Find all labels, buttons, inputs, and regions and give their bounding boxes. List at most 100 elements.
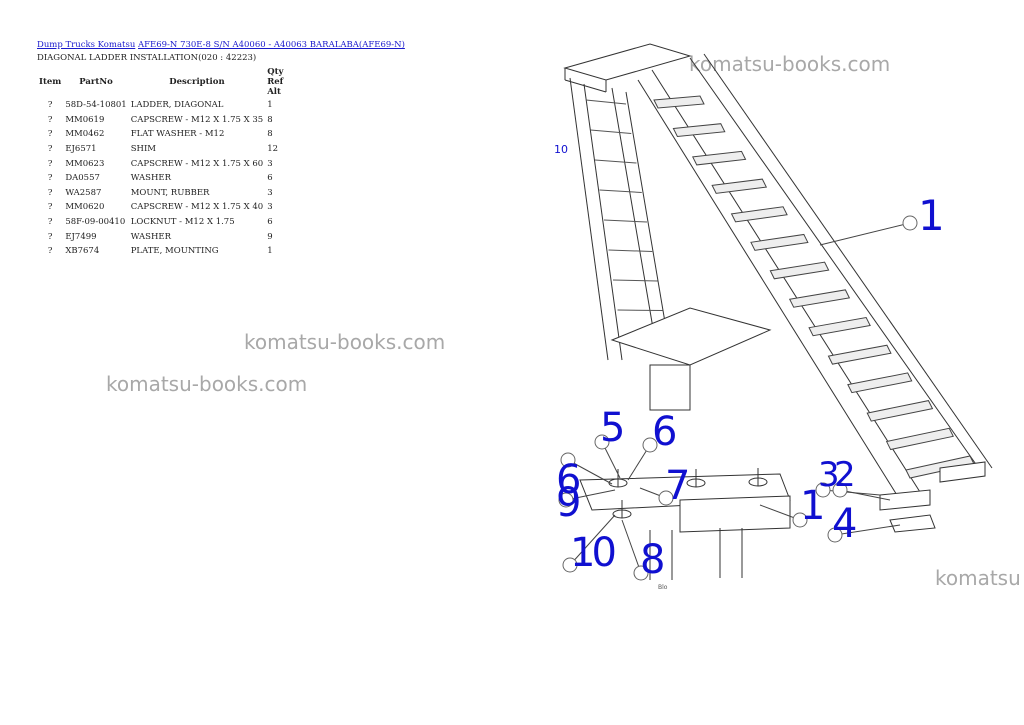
callout-circle: [642, 437, 658, 453]
callout-number: 7: [665, 463, 691, 509]
callout-circle: [902, 215, 918, 231]
page-subtitle: DIAGONAL LADDER INSTALLATION(020 : 42223…: [37, 53, 257, 63]
callout-number: 2: [834, 455, 856, 495]
ladder-rung: [608, 249, 653, 252]
watermark: komatsu-books.com: [689, 52, 891, 76]
cell-description: CAPSCREW - M12 X 1.75 X 35: [130, 114, 264, 125]
ladder-rung: [599, 189, 642, 193]
cell-description: CAPSCREW - M12 X 1.75 X 60: [130, 158, 264, 169]
cell-item: ?: [47, 158, 53, 169]
watermark: komatsu: [935, 566, 1021, 590]
cell-qty: 8: [267, 114, 273, 125]
cell-description: MOUNT, RUBBER: [130, 187, 210, 198]
cell-qty: 6: [267, 173, 273, 184]
breadcrumb-link-category[interactable]: Dump Trucks Komatsu: [37, 40, 136, 50]
cell-partno: MM0462: [65, 129, 105, 140]
cell-qty: 1: [267, 246, 273, 257]
cell-qty: 8: [267, 129, 273, 140]
stair-tread: [866, 400, 934, 422]
cell-item: ?: [47, 144, 53, 155]
cell-description: FLAT WASHER - M12: [130, 129, 225, 140]
table-row: ? EJ6571 SHIM 12: [37, 142, 285, 157]
cell-description: PLATE, MOUNTING: [130, 246, 219, 257]
callout-number: 6: [652, 409, 678, 455]
stair-tread: [750, 233, 809, 251]
callout-circle: [792, 512, 808, 528]
callout-circle: [560, 452, 576, 468]
stair-tread: [788, 289, 851, 308]
callout-number: 3: [818, 455, 840, 495]
cell-partno: MM0623: [65, 158, 105, 169]
callout-leader-line: [569, 514, 616, 566]
watermark: komatsu-books.com: [244, 330, 446, 354]
cell-partno: XB7674: [65, 246, 100, 257]
cell-partno: WA2587: [65, 187, 102, 198]
callout-number: 10: [570, 530, 617, 576]
stair-tread: [711, 178, 768, 194]
cell-item: ?: [47, 217, 53, 228]
callout-circle: [832, 482, 848, 498]
callout-circle: [558, 492, 574, 508]
diagram-tag: Blo: [658, 584, 668, 591]
ladder-diagram: [558, 43, 993, 581]
stair-tread: [653, 95, 705, 109]
cell-partno: 58F-09-00410: [65, 217, 126, 228]
diagram-small-label: 10: [554, 143, 568, 156]
callout-circle: [594, 434, 610, 450]
callout-circle: [633, 565, 649, 581]
cell-partno: 58D-54-10801: [65, 100, 127, 111]
stair-tread: [847, 372, 913, 394]
stair-tread: [769, 261, 830, 280]
cell-qty: 9: [267, 231, 273, 242]
callout-leader-line: [839, 489, 891, 501]
parts-table: Item PartNo Description Qty Ref Alt ?58D…: [37, 66, 285, 259]
cell-qty: 1: [267, 100, 273, 111]
ladder-rung: [617, 309, 663, 311]
cell-partno: DA0557: [65, 173, 100, 184]
ladder-rung: [585, 99, 627, 105]
cell-item: ?: [47, 246, 53, 257]
cell-partno: EJ7499: [65, 231, 97, 242]
header-qty: Qty Ref Alt: [267, 67, 284, 97]
ladder-rung: [594, 159, 637, 164]
stair-tread: [808, 316, 871, 337]
table-row: ? 58F-09-00410 LOCKNUT - M12 X 1.75 6: [37, 215, 285, 230]
callout-leader-line: [565, 489, 616, 501]
callout-leader-line: [819, 222, 911, 246]
callout-leader-line: [567, 459, 613, 485]
cell-description: LOCKNUT - M12 X 1.75: [130, 217, 235, 228]
callout-number: 1: [800, 483, 826, 529]
callout-circle: [815, 482, 831, 498]
cell-item: ?: [47, 129, 53, 140]
callout-leader-line: [621, 519, 642, 574]
callout-circle: [562, 557, 578, 573]
cell-description: CAPSCREW - M12 X 1.75 X 40: [130, 202, 264, 213]
table-row: ? MM0462 FLAT WASHER - M12 8: [37, 127, 285, 142]
callout-number: 6: [556, 457, 582, 503]
ladder-rung: [612, 279, 658, 282]
cell-qty: 3: [267, 187, 273, 198]
callout-number: 1: [918, 191, 945, 240]
cell-partno: EJ6571: [65, 144, 97, 155]
callout-circle: [827, 527, 843, 543]
cell-item: ?: [47, 114, 53, 125]
cell-qty: 3: [267, 202, 273, 213]
cell-description: SHIM: [130, 144, 156, 155]
stair-tread: [692, 150, 747, 166]
cell-qty: 12: [267, 144, 279, 155]
callout-number: 8: [640, 537, 666, 583]
breadcrumb: Dump Trucks Komatsu AFE69-N 730E-8 S/N A…: [37, 40, 405, 50]
cell-item: ?: [47, 100, 53, 111]
callout-number: 5: [600, 405, 626, 451]
cell-item: ?: [47, 231, 53, 242]
cell-description: LADDER, DIAGONAL: [130, 100, 224, 111]
breadcrumb-link-model[interactable]: AFE69-N 730E-8 S/N A40060 - A40063 BARAL…: [138, 40, 405, 50]
cell-qty: 6: [267, 217, 273, 228]
